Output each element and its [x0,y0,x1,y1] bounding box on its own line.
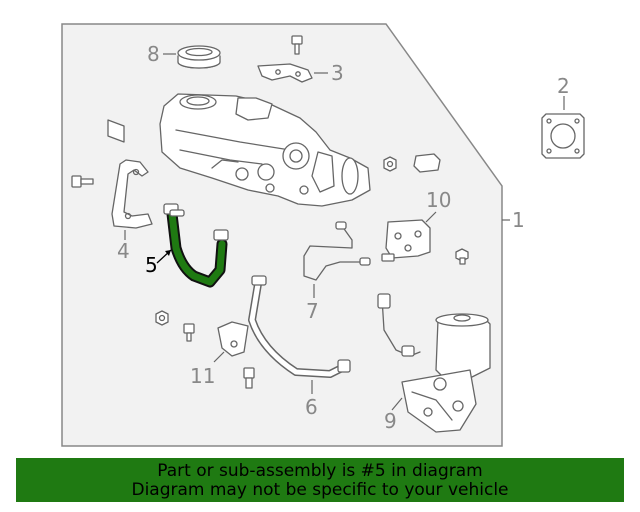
nut-lower[interactable] [155,310,169,326]
leader-5-arrow [165,250,171,256]
part-7-brake-tube[interactable] [303,221,371,281]
leader-9 [391,397,403,411]
part-6-hose[interactable] [248,275,351,378]
bolt-left[interactable] [71,175,94,188]
part-4-bracket[interactable] [111,159,153,229]
callout-1[interactable]: 1 [512,208,525,232]
callout-6[interactable]: 6 [305,395,318,419]
bolt-right-1[interactable] [381,253,395,262]
small-gasket[interactable] [107,119,125,143]
booster-assembly[interactable] [159,93,371,207]
nut-small[interactable] [383,156,397,172]
info-banner: Part or sub-assembly is #5 in diagram Di… [16,458,624,502]
bolt-top[interactable] [291,35,303,55]
bolt-lower[interactable] [183,323,195,342]
callout-10[interactable]: 10 [426,188,451,212]
banner-line-1: Part or sub-assembly is #5 in diagram [157,461,483,481]
part-8-reservoir-cap[interactable] [177,45,221,69]
mount-bracket[interactable] [413,153,441,173]
callout-2[interactable]: 2 [557,74,570,98]
part-5-vacuum-hose[interactable] [166,208,228,288]
bolt-right-2[interactable] [455,248,469,265]
callout-4[interactable]: 4 [117,239,130,263]
part-3-bracket[interactable] [257,63,313,83]
hose-clamp-lower[interactable] [213,229,229,241]
banner-line-2: Diagram may not be specific to your vehi… [131,480,509,500]
part-2-gasket[interactable] [541,113,585,159]
callout-7[interactable]: 7 [306,299,319,323]
leader-11 [213,351,225,363]
callout-9[interactable]: 9 [384,409,397,433]
callout-11[interactable]: 11 [190,364,215,388]
callout-3[interactable]: 3 [331,61,344,85]
leader-10 [425,211,437,223]
part-10-bracket[interactable] [385,219,431,259]
part-11-bracket[interactable] [217,321,249,357]
bolt-bottom[interactable] [243,367,255,389]
hose-clamp-upper[interactable] [163,203,185,217]
callout-8[interactable]: 8 [147,42,160,66]
callout-5[interactable]: 5 [145,253,158,277]
part-9-pump-motor[interactable] [377,293,491,433]
